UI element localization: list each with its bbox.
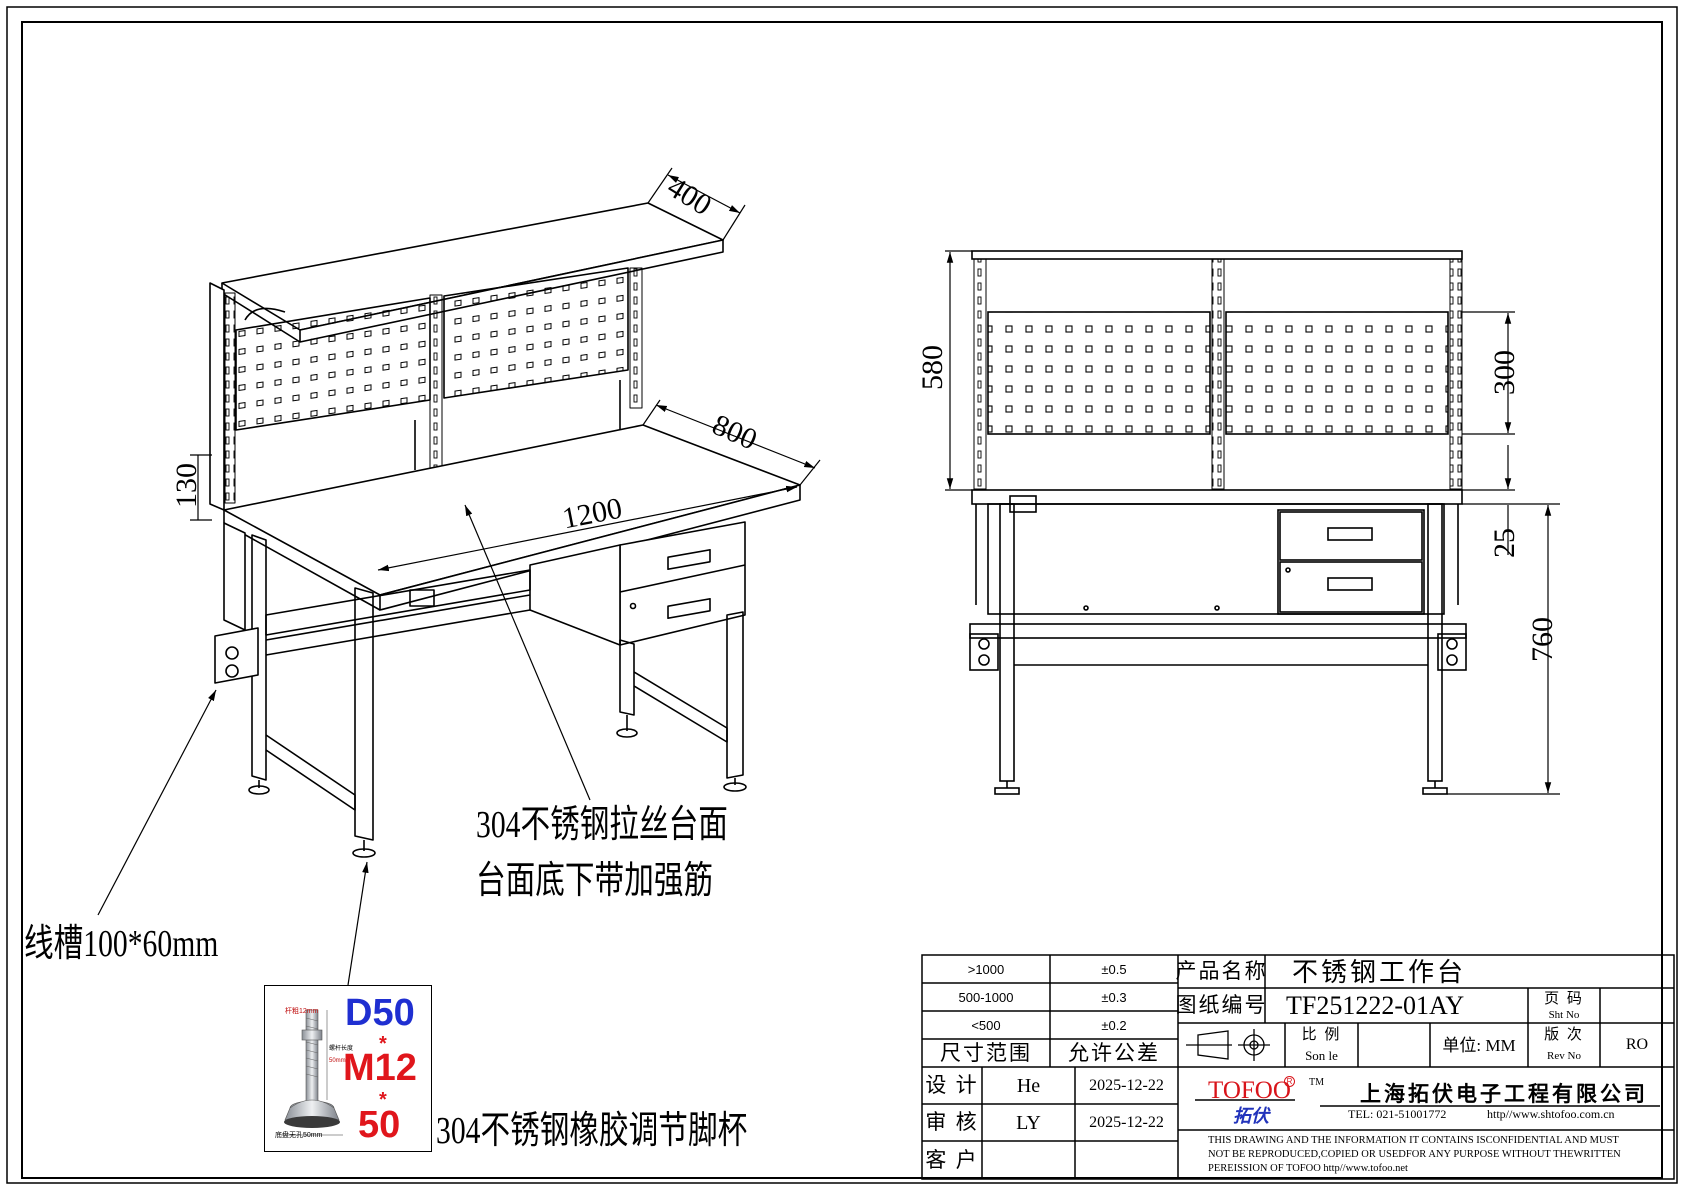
dim-front-300: 300 xyxy=(1488,350,1521,395)
note-foot-cup: 304不锈钢橡胶调节脚杯 xyxy=(436,1110,748,1152)
drawing-no-label: 图纸编号 xyxy=(1175,993,1268,1017)
approval-role-design: 设 计 xyxy=(925,1073,979,1097)
sheet-label-cn: 页 码 xyxy=(1544,990,1584,1007)
brand-registered: R xyxy=(1284,1076,1295,1087)
scale-label-cn: 比 例 xyxy=(1301,1026,1342,1043)
approval-name-customer xyxy=(982,1141,1075,1179)
rev-label-cn: 版 次 xyxy=(1544,1026,1584,1043)
product-name: 不锈钢工作台 xyxy=(1292,958,1467,987)
dim-front-760: 760 xyxy=(1526,617,1559,662)
foot-length: 50 xyxy=(358,1104,401,1146)
isometric-view xyxy=(97,167,821,986)
foot-screw-value: 50mm xyxy=(329,1058,346,1064)
iso-left-side-panel xyxy=(223,522,246,631)
iso-leaders xyxy=(97,504,591,986)
note-surface-line2: 台面底下带加强筋 xyxy=(476,860,714,902)
iso-wire-trough xyxy=(214,569,531,684)
iso-legs xyxy=(248,534,747,858)
iso-dim-lines xyxy=(190,167,821,572)
tolerance-value-1: ±0.5 xyxy=(1101,961,1127,977)
foot-cup-spec-badge: 杆粗12mm 螺杆长度 50mm 底盘无孔50mm D50 * M12 * 50 xyxy=(264,985,432,1152)
iso-pegboard xyxy=(235,267,643,471)
sheet-label-en: Sht No xyxy=(1548,1009,1580,1021)
dim-front-25: 25 xyxy=(1488,528,1521,558)
dim-gap-130: 130 xyxy=(170,463,203,508)
scale-label-en: Son le xyxy=(1305,1047,1338,1063)
approval-date-customer xyxy=(1075,1141,1178,1179)
approval-date-design: 2025-12-22 xyxy=(1089,1076,1164,1094)
foot-screw-label: 螺杆长度 xyxy=(329,1046,354,1052)
projection-symbol-icon xyxy=(1186,1029,1270,1061)
foot-diameter: D50 xyxy=(345,992,415,1034)
rev-label-en: Rev No xyxy=(1547,1050,1581,1062)
dim-front-580: 580 xyxy=(916,345,949,390)
drawing-no: TF251222-01AY xyxy=(1286,991,1465,1020)
disclaimer-line-2: NOT BE REPRODUCED,COPIED OR USEDFOR ANY … xyxy=(1208,1149,1621,1160)
tolerance-range-1: >1000 xyxy=(967,961,1005,977)
note-wire-trough: 线槽100*60mm xyxy=(24,923,219,965)
tolerance-value-2: ±0.3 xyxy=(1101,989,1127,1005)
approval-date-review: 2025-12-22 xyxy=(1089,1113,1164,1131)
company-website: http//www.shtofoo.com.cn xyxy=(1487,1107,1615,1121)
tolerance-value-header: 允许公差 xyxy=(1068,1040,1160,1065)
rev-value: RO xyxy=(1625,1036,1649,1053)
brand-cn: 拓伏 xyxy=(1233,1106,1269,1126)
foot-cup-icon xyxy=(281,1009,343,1136)
sheet-border xyxy=(6,6,1678,1184)
approval-name-design: He xyxy=(1016,1074,1041,1097)
foot-rod-label: 杆粗12mm xyxy=(285,1008,319,1015)
tolerance-value-3: ±0.2 xyxy=(1101,1017,1127,1033)
unit-label: 单位: MM xyxy=(1442,1035,1516,1055)
company-name: 上海拓伏电子工程有限公司 xyxy=(1360,1082,1648,1106)
approval-role-review: 审 核 xyxy=(925,1110,979,1134)
company-tel: TEL: 021-51001772 xyxy=(1348,1107,1447,1121)
foot-separator-1: * xyxy=(379,1033,387,1055)
approval-name-review: LY xyxy=(1016,1111,1041,1134)
brand-logo: TOFOO xyxy=(1208,1077,1291,1104)
front-view xyxy=(945,250,1560,795)
front-dim-lines xyxy=(945,250,1560,795)
disclaimer-line-3: PEREISSION OF TOFOO http//www.tofoo.net xyxy=(1208,1163,1408,1174)
disclaimer-line-1: THIS DRAWING AND THE INFORMATION IT CONT… xyxy=(1208,1135,1619,1146)
product-name-label: 产品名称 xyxy=(1175,959,1268,983)
iso-left-upright xyxy=(209,282,236,511)
tolerance-range-header: 尺寸范围 xyxy=(940,1040,1032,1065)
foot-separator-2: * xyxy=(379,1089,387,1111)
tolerance-range-2: 500-1000 xyxy=(958,989,1014,1005)
note-surface-line1: 304不锈钢拉丝台面 xyxy=(476,804,728,846)
foot-base-label: 底盘无孔50mm xyxy=(275,1132,323,1139)
brand-trademark: TM xyxy=(1309,1077,1324,1088)
foot-thread: M12 xyxy=(343,1047,417,1089)
title-block-grid xyxy=(921,954,1675,1180)
approval-role-customer: 客 户 xyxy=(925,1147,979,1172)
tolerance-range-3: <500 xyxy=(971,1017,1001,1033)
